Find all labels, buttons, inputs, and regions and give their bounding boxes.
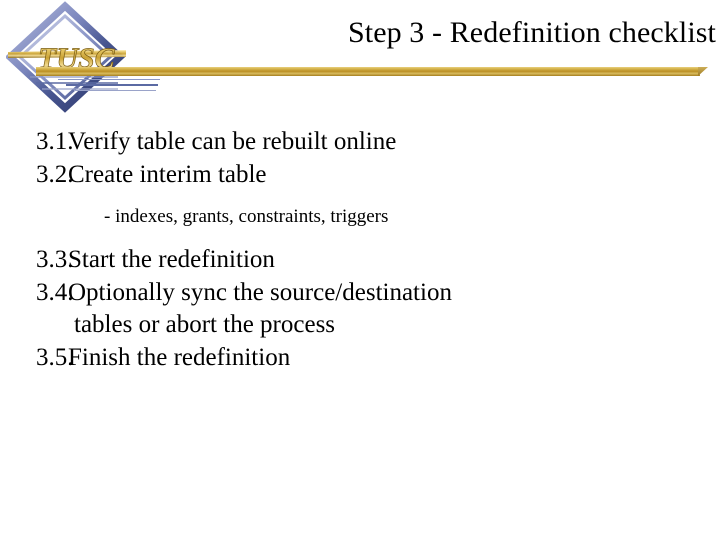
list-item-text: Start the redefinition bbox=[68, 246, 275, 273]
list-item: 3.2. Create interim table bbox=[0, 159, 720, 191]
tusc-logo-svg: TUSC bbox=[6, 1, 126, 113]
slide-body: 3.1. Verify table can be rebuilt online … bbox=[0, 126, 720, 375]
logo-gold-swoosh bbox=[8, 50, 126, 58]
list-item-text: Optionally sync the source/destination bbox=[68, 279, 452, 306]
list-item: 3.5. Finish the redefinition bbox=[0, 342, 720, 374]
logo-diamond-inner bbox=[17, 13, 113, 101]
accent-line-3 bbox=[74, 90, 156, 91]
list-item-text: Create interim table bbox=[68, 161, 267, 188]
list-item: 3.4. Optionally sync the source/destinat… bbox=[0, 277, 720, 341]
title-divider-gold-tip bbox=[698, 67, 708, 76]
accent-line-1 bbox=[58, 79, 160, 80]
list-item-text-block: Optionally sync the source/destination t… bbox=[68, 277, 720, 341]
list-item-number: 3.2. bbox=[36, 161, 74, 188]
list-item-text: Finish the redefinition bbox=[68, 344, 291, 371]
accent-line-2 bbox=[66, 84, 158, 86]
tusc-logo: TUSC bbox=[6, 0, 134, 118]
page-title: Step 3 - Redefinition checklist bbox=[347, 16, 716, 49]
list-item-number: 3.3. bbox=[36, 246, 74, 273]
slide-header: TUSC Step 3 - Redefinition checklist bbox=[0, 0, 720, 118]
list-subitem: - indexes, grants, constraints, triggers bbox=[104, 206, 389, 227]
logo-diamond-outer bbox=[6, 1, 126, 113]
title-divider-gold bbox=[36, 67, 700, 76]
list-item-number: 3.5. bbox=[36, 344, 74, 371]
list-item: 3.1. Verify table can be rebuilt online bbox=[0, 126, 720, 158]
list-item-text-wrap: tables or abort the process bbox=[74, 311, 336, 338]
list-item-number: 3.4. bbox=[36, 279, 74, 306]
list-item: 3.3. Start the redefinition bbox=[0, 244, 720, 276]
list-item-number: 3.1. bbox=[36, 128, 74, 155]
list-item-text: Verify table can be rebuilt online bbox=[68, 128, 397, 155]
